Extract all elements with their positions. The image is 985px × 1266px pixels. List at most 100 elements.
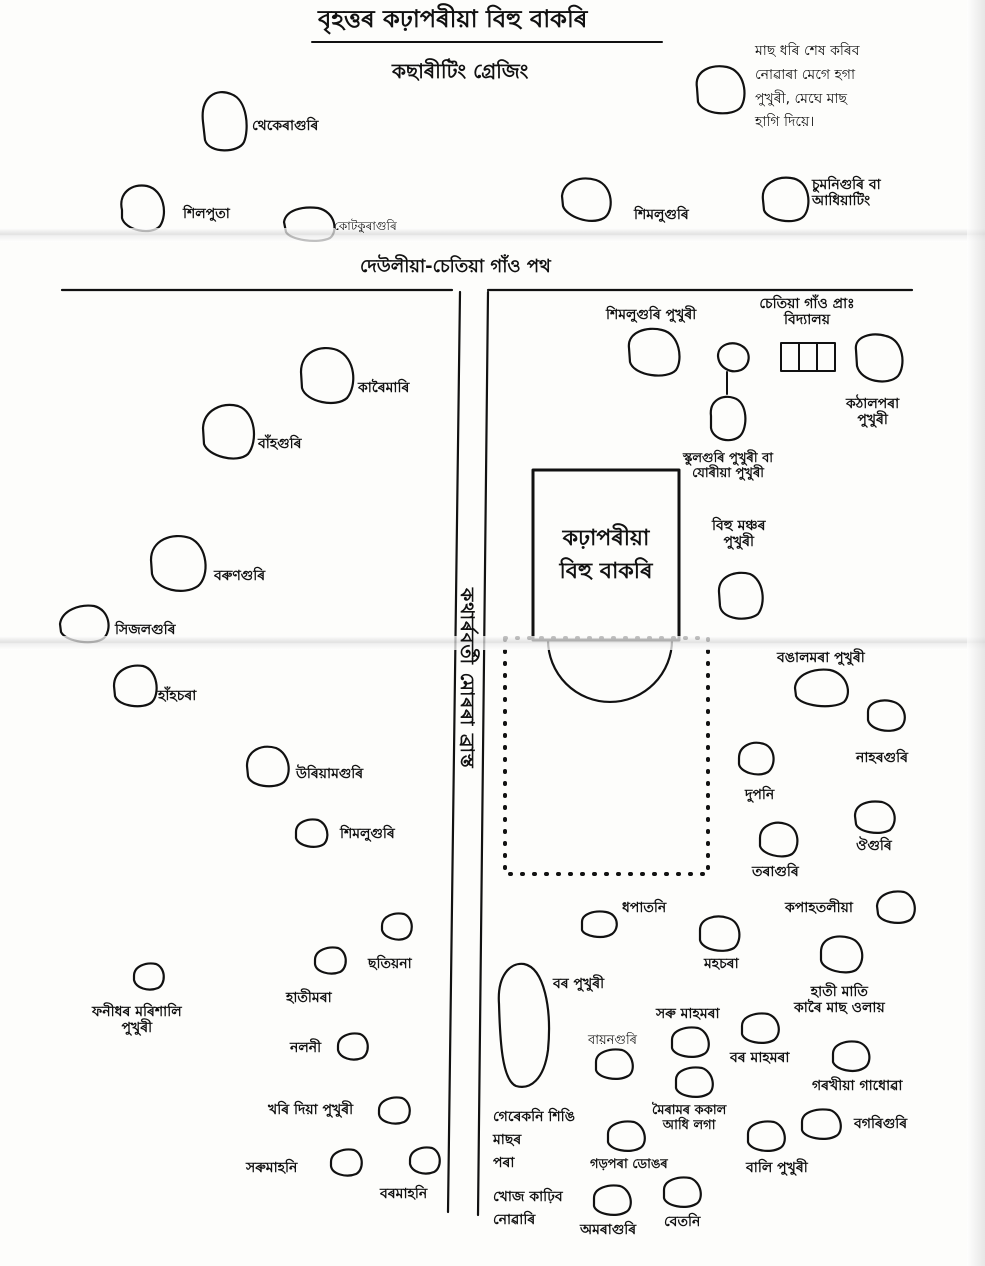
label-betani: বেতনি [664, 1214, 701, 1230]
main-road-label: দেউলীয়া-চেতিয়া গাঁও পথ [360, 256, 551, 277]
label-gerekani: গেৰেকনি শিঙি মাছৰ পৰা [493, 1109, 575, 1172]
pond-shimaluguri-top [560, 177, 612, 223]
label-kathalpora: কঠালপৰা পুখুৰী [846, 396, 900, 429]
pond-betani [662, 1176, 702, 1208]
pond-khori-diya [377, 1096, 411, 1125]
label-dhopatani: ধপাতনি [622, 900, 667, 916]
label-bormahani: বৰমাহনি [380, 1186, 428, 1202]
pond-bangalmora [793, 668, 849, 708]
label-shimaluguri-left: শিমলুগুৰি [340, 826, 395, 842]
label-bali-pukhuri: বালি পুখুৰী [746, 1160, 808, 1176]
label-nalani: নলনী [290, 1040, 322, 1056]
dotted-boundary [503, 636, 710, 876]
label-bogriguri: বগৰিগুৰি [854, 1116, 908, 1132]
label-bahguri: বাঁহগুৰি [258, 436, 302, 452]
label-sijalguri: সিজলগুৰি [115, 622, 176, 638]
pond-gorkhiya [831, 1040, 871, 1072]
field-arc [546, 638, 674, 704]
note-text: মাছ ধৰি শেষ কৰিব নোৱাৰা মেগে হগা পুখুৰী,… [755, 43, 860, 131]
label-chhotiyana: ছতিয়না [368, 956, 412, 972]
page-edge-shadow [967, 0, 985, 1266]
pond-bahguri [201, 403, 255, 460]
fold-crease-top [0, 228, 985, 242]
label-bor-pukhuri: বৰ পুখুৰী [553, 976, 605, 992]
fold-crease-middle [0, 636, 985, 650]
center-field-label: কঢ়াপৰীয়া বিহু বাকৰি [559, 526, 653, 584]
label-dupani: দুপনি [745, 787, 775, 803]
pond-skulguri [709, 395, 747, 442]
pond-hati-mati [819, 935, 864, 974]
label-chumaniguri: চুমনিগুৰি বা আধিয়াটিং [812, 177, 881, 210]
pond-thekeraguri [201, 91, 248, 152]
pond-bayanguri-r [670, 1026, 710, 1058]
label-skulguri: স্কুলগুৰি পুখুৰী বা যোৰীয়া পুখুৰী [683, 451, 774, 481]
school-building [780, 342, 836, 372]
label-shimaluguri-pukhuri: শিমলুগুৰি পুখুৰী [606, 307, 697, 323]
label-phanidhar: ফনীধৰ মৰিশালি পুখুৰী [92, 1004, 182, 1037]
label-outenguri: ঔগুৰি [856, 838, 892, 854]
side-road-edge-left [446, 290, 462, 1214]
pond-bormahani [408, 1146, 441, 1175]
label-borunguri: বৰুণগুৰি [214, 568, 266, 584]
pond-shimaluguri-left [294, 818, 329, 848]
pond-chumaniguri [761, 176, 810, 223]
pond-borunguri [149, 534, 207, 592]
label-hatimora: হাতীমৰা [286, 990, 332, 1006]
pond-xoru-mahmora [740, 1012, 780, 1044]
label-naharguri: নাহৰগুৰি [856, 750, 908, 766]
label-khori-diya: খৰি দিয়া পুখুৰী [268, 1102, 354, 1118]
label-shimaluguri-top: শিমলুগুৰি [634, 207, 689, 223]
pond-toraguri [758, 821, 799, 858]
label-kotkuraguri: কোটকুৰাগুৰি [334, 219, 397, 233]
pond-top-right [695, 65, 746, 115]
pond-chhotiyana-a [380, 912, 413, 941]
pond-uriamguri [245, 745, 290, 788]
label-khoj-kariv: খোজ কাঢ়িব নোৱাৰি [493, 1189, 563, 1229]
label-xoru-mahmora: সৰু মাহমৰা [656, 1006, 720, 1022]
pond-bogriguri [800, 1108, 842, 1140]
side-road-edge-right [476, 290, 490, 1217]
pond-bali [746, 1120, 786, 1152]
pond-outenguri [853, 800, 896, 834]
label-gorkhiya: গৰখীয়া গাধোৱা [812, 1078, 903, 1094]
pond-shimaluguri-pukhuri [627, 327, 681, 377]
label-bangalmora: বঙালমৰা পুখুৰী [777, 650, 865, 666]
label-moirmor: মৈৰামৰ ককাল আধি লগা [652, 1103, 727, 1133]
label-gorpora: গড়পৰা ডোঙৰ [590, 1157, 668, 1172]
pond-chhotiyana-b [313, 946, 347, 975]
pond-bihu-manch [717, 571, 764, 620]
pond-kapahtoliya [875, 890, 916, 924]
pond-mohchora [698, 915, 741, 952]
label-uriamguri: উৰিয়ামগুৰি [296, 766, 364, 782]
label-hati-mati: হাতী মাতি কাৰৈ মাছ ওলায় [794, 984, 885, 1017]
pond-kaibemari [299, 346, 355, 405]
pond-phanidhar [132, 962, 165, 991]
pond-xorumahani [329, 1148, 363, 1177]
label-bor-mahmora: বৰ মাহমৰা [730, 1050, 790, 1066]
label-thekeraguri: থেকেৰাগুৰি [252, 118, 319, 134]
label-kapahtoliya: কপাহতলীয়া [785, 900, 853, 916]
label-toraguri: তৰাগুৰি [752, 864, 799, 880]
label-bihu-manch: বিহু মঞ্চৰ পুখুৰী [712, 518, 766, 551]
label-shilputa: শিলপুতা [183, 206, 230, 222]
label-mohchora: মহচৰা [704, 956, 739, 972]
pond-nalani [336, 1032, 369, 1061]
pond-dhopatani [580, 910, 618, 939]
pond-shilputa [120, 184, 165, 233]
label-xorumahani: সৰুমাহনি [246, 1160, 298, 1176]
label-bayanguri: বায়নগুৰি [588, 1033, 637, 1048]
pond-bor-pukhuri [497, 962, 551, 1088]
pond-school-small [716, 342, 750, 373]
pond-amoraguri [592, 1184, 632, 1216]
pond-dupani [737, 741, 775, 776]
pond-mid [674, 1066, 714, 1098]
pond-bayanguri [594, 1048, 634, 1080]
map-subtitle: কছাৰীটিং গ্ৰেজিং [392, 59, 529, 83]
pond-kathalpora [854, 333, 904, 383]
pond-hahchora [112, 664, 158, 708]
pond-naharguri [866, 699, 906, 732]
school-label: চেতিয়া গাঁও প্ৰাঃ বিদ্যালয় [759, 296, 855, 329]
map-title: বৃহত্তৰ কঢ়াপৰীয়া বিহু বাকৰি [318, 5, 588, 33]
